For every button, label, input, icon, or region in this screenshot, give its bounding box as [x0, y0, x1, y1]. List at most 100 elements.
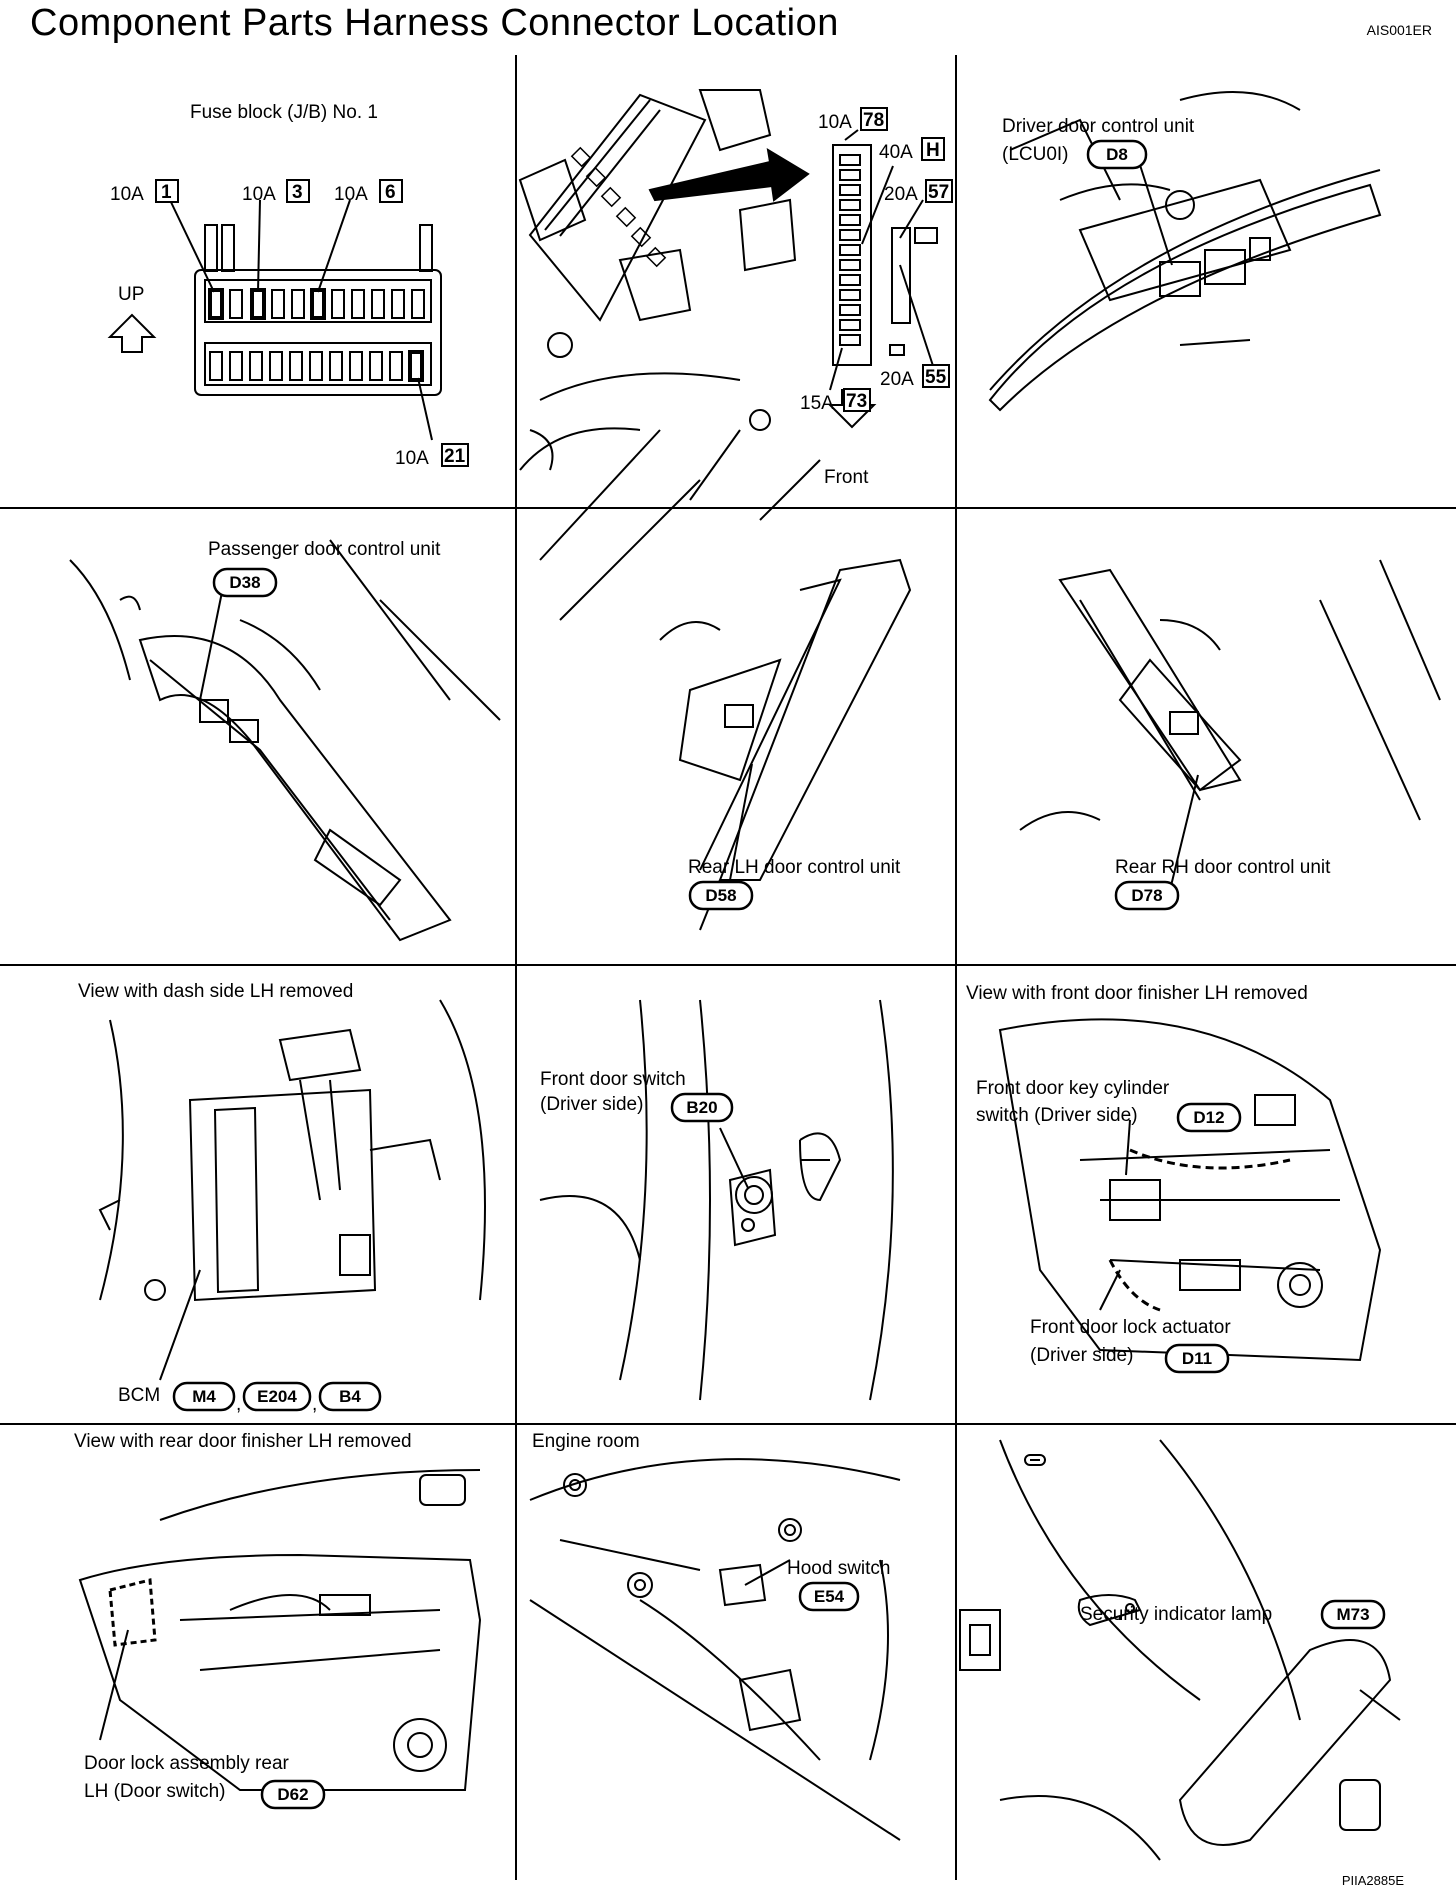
svg-text:73: 73: [846, 391, 867, 412]
rear-door-lock-label: Door lock assembly rear: [84, 1753, 290, 1774]
passenger-door-unit-label: Passenger door control unit: [208, 539, 441, 560]
svg-text:D62: D62: [277, 1785, 308, 1804]
connector-d58: D58: [688, 880, 754, 911]
connector-d62: D62: [260, 1779, 326, 1810]
security-lamp-panel: [959, 1439, 1401, 1861]
fuse-6-amp: 10A: [334, 184, 368, 205]
front-door-finisher-panel: [998, 1018, 1382, 1362]
relay-box-panel: [518, 89, 938, 501]
svg-text:E54: E54: [814, 1587, 845, 1606]
svg-text:,: ,: [312, 1394, 317, 1415]
svg-text:D58: D58: [705, 886, 736, 905]
key-cylinder-label: Front door key cylinder: [976, 1078, 1170, 1099]
svg-text:E204: E204: [257, 1387, 297, 1406]
svg-text:57: 57: [928, 182, 949, 203]
svg-text:D78: D78: [1131, 886, 1162, 905]
relay-fuse-73-number-box: 73: [843, 388, 871, 412]
fuse-1-number-box: 1: [155, 179, 179, 203]
connector-b4: B4: [318, 1381, 382, 1412]
bcm-panel: [98, 999, 486, 1381]
front-door-switch-sublabel: (Driver side): [540, 1094, 643, 1115]
svg-text:D8: D8: [1106, 145, 1128, 164]
svg-text:,: ,: [236, 1394, 241, 1415]
connector-d8: D8: [1086, 139, 1148, 170]
fuse-21-amp: 10A: [395, 448, 429, 469]
rear-lh-unit-label: Rear LH door control unit: [688, 857, 901, 878]
reference-code: AIS001ER: [1366, 22, 1432, 38]
relay-fuse-h-number-box: H: [921, 137, 945, 161]
relay-fuse-57-amp: 20A: [884, 184, 918, 205]
relay-fuse-55-amp: 20A: [880, 369, 914, 390]
connector-e54: E54: [798, 1581, 860, 1612]
engine-room-panel: [529, 1458, 901, 1841]
front-label: Front: [824, 467, 869, 488]
direction-arrow-icon: [648, 148, 810, 202]
security-lamp-label: Security indicator lamp: [1080, 1604, 1272, 1625]
driver-door-unit-sublabel: (LCU0I): [1002, 144, 1069, 165]
up-label: UP: [118, 284, 144, 305]
up-arrow-icon: [107, 313, 157, 353]
rear-lh-door-panel: [539, 429, 912, 931]
connector-d11: D11: [1164, 1343, 1230, 1374]
fuse-6-number-box: 6: [379, 179, 403, 203]
hood-switch-label: Hood switch: [787, 1558, 891, 1579]
front-door-switch-panel: [539, 999, 894, 1401]
relay-fuse-h-amp: 40A: [879, 142, 913, 163]
rear-rh-unit-label: Rear RH door control unit: [1115, 857, 1331, 878]
svg-text:21: 21: [444, 446, 466, 467]
engine-room-heading: Engine room: [532, 1431, 640, 1452]
fuse-3-number-box: 3: [286, 179, 310, 203]
svg-text:D38: D38: [229, 573, 260, 592]
connector-e204: E204: [242, 1381, 312, 1412]
lock-actuator-label: Front door lock actuator: [1030, 1317, 1231, 1338]
fuse-block-title: Fuse block (J/B) No. 1: [190, 102, 378, 123]
lock-actuator-sublabel: (Driver side): [1030, 1345, 1133, 1366]
fuse-3-amp: 10A: [242, 184, 276, 205]
relay-fuse-78-number-box: 78: [860, 107, 888, 131]
front-door-finisher-heading: View with front door finisher LH removed: [966, 983, 1308, 1004]
relay-fuse-57-number-box: 57: [925, 179, 953, 203]
svg-text:3: 3: [292, 182, 303, 203]
connector-m73: M73: [1320, 1599, 1386, 1630]
fuse-21-number-box: 21: [441, 443, 469, 467]
driver-door-panel: [988, 91, 1382, 412]
svg-text:M73: M73: [1336, 1605, 1369, 1624]
page-title: Component Parts Harness Connector Locati…: [30, 2, 839, 44]
driver-door-unit-label: Driver door control unit: [1002, 116, 1195, 137]
figure-code: PIIA2885E: [1341, 1873, 1404, 1888]
fuse-1-amp: 10A: [110, 184, 144, 205]
svg-text:B20: B20: [686, 1098, 717, 1117]
relay-fuse-55-number-box: 55: [922, 364, 950, 388]
rear-rh-door-panel: [1019, 559, 1441, 891]
svg-text:D12: D12: [1193, 1108, 1224, 1127]
connector-d38: D38: [212, 567, 278, 598]
relay-fuse-block: [829, 129, 938, 391]
bcm-label: BCM: [118, 1385, 160, 1406]
svg-text:78: 78: [863, 110, 884, 131]
relay-fuse-78-amp: 10A: [818, 112, 852, 133]
front-door-switch-label: Front door switch: [540, 1069, 686, 1090]
passenger-door-panel: [69, 539, 501, 942]
rear-door-lock-sublabel: LH (Door switch): [84, 1781, 225, 1802]
svg-text:B4: B4: [339, 1387, 361, 1406]
svg-text:D11: D11: [1182, 1349, 1212, 1368]
svg-text:6: 6: [385, 182, 396, 203]
relay-fuse-73-amp: 15A: [800, 393, 834, 414]
rear-door-finisher-heading: View with rear door finisher LH removed: [74, 1431, 412, 1452]
svg-text:55: 55: [925, 367, 947, 388]
connector-d78: D78: [1114, 880, 1180, 911]
fuse-block-diagram: [169, 199, 442, 441]
key-cylinder-sublabel: switch (Driver side): [976, 1105, 1138, 1126]
connector-b20: B20: [670, 1092, 734, 1123]
svg-text:M4: M4: [192, 1387, 216, 1406]
connector-m4: M4: [172, 1381, 236, 1412]
panel-grid: [0, 55, 1456, 1880]
svg-text:H: H: [926, 140, 940, 161]
bcm-heading: View with dash side LH removed: [78, 981, 353, 1002]
connector-d12: D12: [1176, 1102, 1242, 1133]
fuse-block-panel: [107, 199, 442, 441]
svg-text:1: 1: [161, 182, 172, 203]
rear-door-finisher-panel: [78, 1469, 482, 1791]
